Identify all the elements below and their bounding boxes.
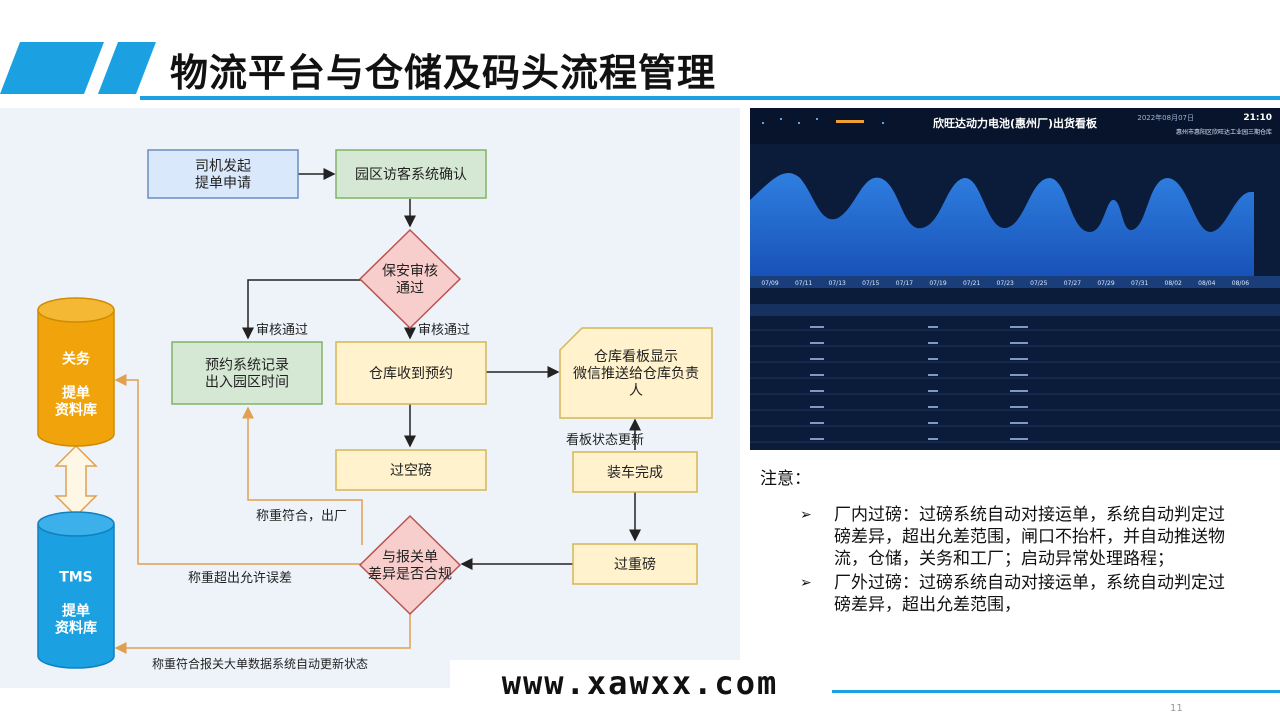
db-customs[interactable]: 关务提单资料库 (37, 297, 115, 447)
dashboard-logo-bar (836, 120, 864, 123)
dashboard-date: 2022年08月07日 (1137, 113, 1194, 122)
notes-heading: 注意： (760, 469, 811, 489)
flow-edges (242, 168, 641, 570)
node-driver-request[interactable]: 司机发起提单申请 (147, 149, 299, 199)
x-tick-label: 07/23 (997, 280, 1014, 287)
notes-list: ➢ 厂内过磅：过磅系统自动对接运单，系统自动判定过磅差异，超出允差范围，闸口不抬… (760, 504, 1240, 616)
label-weight-ok-update: 称重符合报关大单数据系统自动更新状态 (152, 656, 368, 671)
x-tick-label: 08/06 (1232, 280, 1249, 287)
title-underline (140, 96, 1280, 100)
dashboard-time: 21:10 (1243, 113, 1272, 123)
label-weight-ok-exit: 称重符合，出厂 (256, 508, 347, 524)
node-label-warehouse-receive: 仓库收到预约 (369, 366, 453, 382)
x-tick-label: 07/31 (1131, 280, 1148, 287)
slide-title: 物流平台与仓储及码头流程管理 (170, 51, 717, 95)
x-tick-label: 07/11 (795, 280, 812, 287)
node-label-loading-done: 装车完成 (607, 464, 663, 481)
note-item: ➢ 厂外过磅：过磅系统自动对接运单，系统自动判定过磅差异，超出允差范围， (800, 573, 1225, 615)
node-board-display[interactable]: 仓库看板显示微信推送给仓库负责人 (559, 327, 713, 419)
node-warehouse-receive[interactable]: 仓库收到预约 (335, 341, 487, 405)
x-tick-label: 07/19 (929, 280, 946, 287)
dashboard-dots (762, 118, 884, 124)
node-heavy-weigh[interactable]: 过重磅 (572, 543, 698, 585)
flowchart: 司机发起提单申请 园区访客系统确认 保安审核通过 预约系统记录出入园区时间 仓库… (37, 149, 713, 671)
page-number: 11 (1170, 703, 1183, 714)
dashboard-graphic: 欣旺达动力电池(惠州厂)出货看板 2022年08月07日 21:10 惠州市惠阳… (750, 108, 1280, 443)
watermark-text: www.xawxx.com (501, 664, 779, 702)
x-tick-label: 08/02 (1165, 280, 1182, 287)
label-audit-pass-down: 审核通过 (418, 323, 470, 338)
notes-panel: 注意： ➢ 厂内过磅：过磅系统自动对接运单，系统自动判定过磅差异，超出允差范围，… (760, 468, 1240, 618)
node-label-empty-weigh: 过空磅 (390, 462, 432, 479)
node-label-reserve-record: 预约系统记录出入园区时间 (205, 358, 289, 391)
dashboard-location: 惠州市惠阳区欣旺达工业园三期仓库 (1176, 128, 1272, 136)
dashboard-area-chart (750, 173, 1254, 276)
node-label-heavy-weigh: 过重磅 (614, 556, 656, 573)
label-weight-exceed: 称重超出允许误差 (188, 570, 292, 586)
node-label-security-check: 保安审核通过 (382, 264, 438, 297)
dashboard-table-rows (750, 329, 1280, 443)
sync-double-arrow (54, 444, 98, 518)
x-tick-label: 07/29 (1097, 280, 1114, 287)
arrow-bullet-icon: ➢ (800, 575, 812, 591)
x-tick-label: 07/21 (963, 280, 980, 287)
node-visitor-confirm[interactable]: 园区访客系统确认 (335, 149, 487, 199)
node-empty-weigh[interactable]: 过空磅 (335, 449, 487, 491)
note-item: ➢ 厂内过磅：过磅系统自动对接运单，系统自动判定过磅差异，超出允差范围，闸口不抬… (800, 505, 1225, 569)
label-audit-pass-left: 审核通过 (256, 323, 308, 338)
shipping-dashboard: 欣旺达动力电池(惠州厂)出货看板 2022年08月07日 21:10 惠州市惠阳… (750, 108, 1280, 450)
node-reserve-record[interactable]: 预约系统记录出入园区时间 (171, 341, 323, 405)
watermark-background (450, 660, 830, 696)
x-tick-label: 07/15 (862, 280, 879, 287)
x-tick-label: 07/27 (1064, 280, 1081, 287)
dashboard-title: 欣旺达动力电池(惠州厂)出货看板 (933, 116, 1098, 130)
dashboard-table-cells (810, 326, 1028, 440)
node-label-driver-request: 司机发起提单申请 (195, 159, 251, 192)
x-tick-label: 08/04 (1198, 280, 1215, 287)
x-tick-label: 07/13 (829, 280, 846, 287)
header-decoration (0, 42, 156, 94)
dashboard-x-axis: 07/09 07/11 07/13 07/15 07/17 07/19 07/21 07/23… (761, 280, 1249, 287)
footer-line (832, 690, 1280, 693)
node-label-customs-db: 关务提单资料库 (55, 351, 97, 419)
node-label-customs-check: 与报关单差异是否合规 (368, 550, 452, 583)
x-tick-label: 07/17 (896, 280, 913, 287)
x-tick-label: 07/09 (761, 280, 778, 287)
label-board-update: 看板状态更新 (566, 432, 644, 448)
flow-edges-orange (114, 374, 411, 654)
node-label-visitor-confirm: 园区访客系统确认 (355, 166, 467, 183)
node-loading-done[interactable]: 装车完成 (572, 451, 698, 493)
node-label-board-display: 仓库看板显示微信推送给仓库负责人 (573, 349, 699, 399)
arrow-bullet-icon: ➢ (800, 507, 812, 523)
node-customs-check[interactable]: 与报关单差异是否合规 (358, 514, 462, 616)
node-security-check[interactable]: 保安审核通过 (358, 228, 462, 330)
x-tick-label: 07/25 (1030, 280, 1047, 287)
